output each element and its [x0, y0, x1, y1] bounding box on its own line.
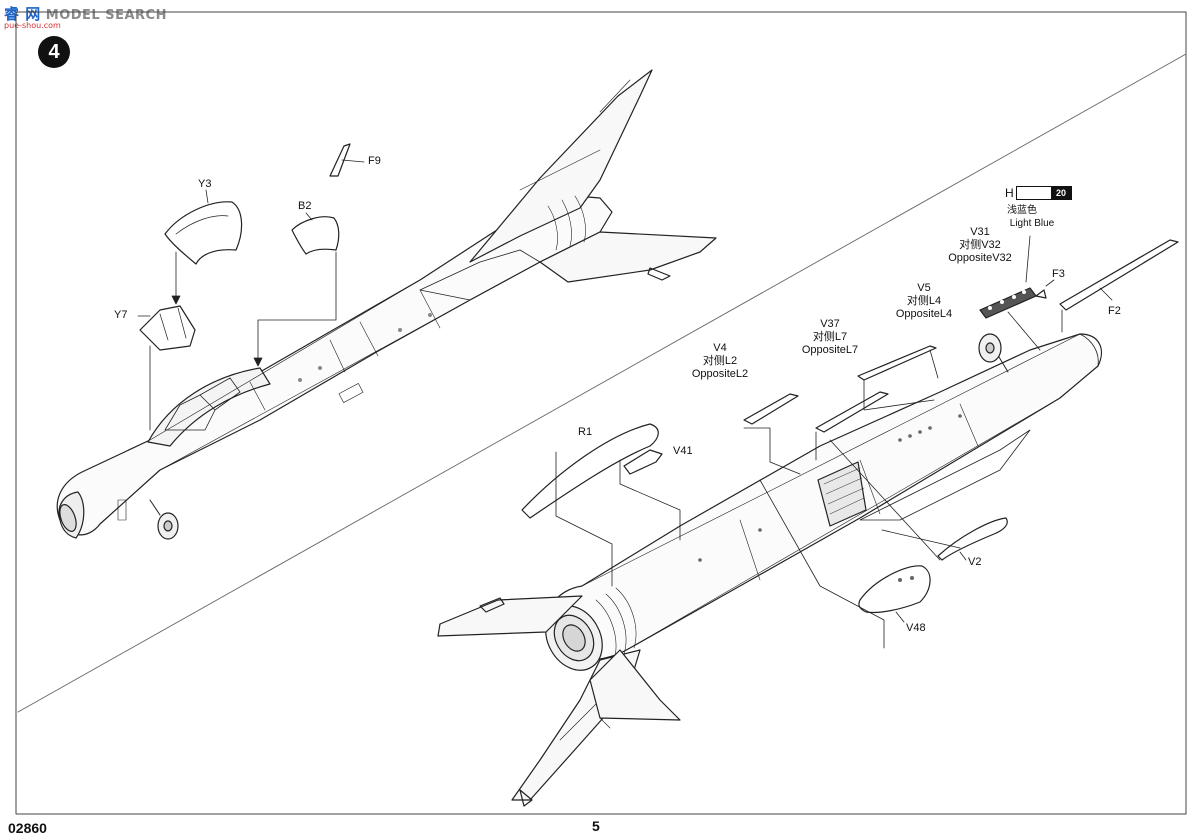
swatch-name-cn: 浅蓝色: [1007, 205, 1037, 216]
label-v31: V31 对侧V32 OppositeV32: [948, 226, 1012, 265]
label-y3: Y3: [198, 178, 212, 190]
product-code: 02860: [8, 820, 47, 836]
label-f2: F2: [1108, 305, 1121, 317]
part-y7: [139, 305, 196, 351]
label-v41: V41: [673, 445, 693, 457]
part-v4: [743, 393, 799, 425]
label-v5-en: OppositeL4: [895, 308, 953, 320]
label-v4-en: OppositeL2: [691, 368, 749, 380]
part-f3: [1035, 289, 1047, 299]
part-y3: [164, 201, 243, 265]
label-v37-code: V37: [820, 318, 840, 330]
swatch-name-en: Light Blue: [1009, 218, 1055, 229]
label-v4: V4 对侧L2 OppositeL2: [692, 342, 748, 381]
part-b2: [291, 216, 340, 255]
part-v31: [979, 287, 1037, 319]
part-v2: [937, 517, 1008, 561]
part-f2: [1059, 239, 1179, 311]
label-v31-en: OppositeV32: [948, 252, 1012, 264]
part-v5: [857, 345, 937, 381]
part-v41: [623, 449, 663, 475]
color-swatch: 20: [1016, 186, 1072, 200]
label-b2: B2: [298, 200, 312, 212]
watermark-cn: 睿 网: [4, 5, 41, 23]
watermark-sub: pue-shou.com: [4, 21, 61, 30]
label-v37-en: OppositeL7: [801, 344, 859, 356]
leader-lines-left: [137, 159, 365, 431]
leader-lines-right: [555, 235, 1113, 649]
part-f9: [329, 143, 351, 177]
label-v31-code: V31: [970, 226, 990, 238]
label-f3: F3: [1052, 268, 1065, 280]
page-number: 5: [592, 818, 600, 834]
aircraft-left: [56, 69, 717, 540]
label-f9: F9: [368, 155, 381, 167]
label-y7: Y7: [114, 309, 128, 321]
swatch-letter: H: [1005, 186, 1014, 200]
label-v4-code: V4: [713, 342, 727, 354]
part-v37: [815, 391, 889, 433]
page-frame: [15, 11, 1187, 815]
diagonal-divider: [17, 53, 1187, 713]
label-v37: V37 对侧L7 OppositeL7: [802, 318, 858, 357]
step-number-badge: 4: [38, 36, 70, 68]
part-v48: [858, 565, 931, 614]
label-v5-cn: 对侧L4: [906, 295, 942, 307]
label-v2: V2: [968, 556, 982, 568]
label-v31-cn: 对侧V32: [959, 239, 1001, 251]
label-v5-code: V5: [917, 282, 931, 294]
swatch-number: 20: [1051, 187, 1071, 199]
label-v4-cn: 对侧L2: [702, 355, 738, 367]
label-r1: R1: [578, 426, 593, 438]
aircraft-right: [437, 333, 1102, 807]
label-v48: V48: [906, 622, 926, 634]
label-v5: V5 对侧L4 OppositeL4: [896, 282, 952, 321]
label-v37-cn: 对侧L7: [812, 331, 848, 343]
